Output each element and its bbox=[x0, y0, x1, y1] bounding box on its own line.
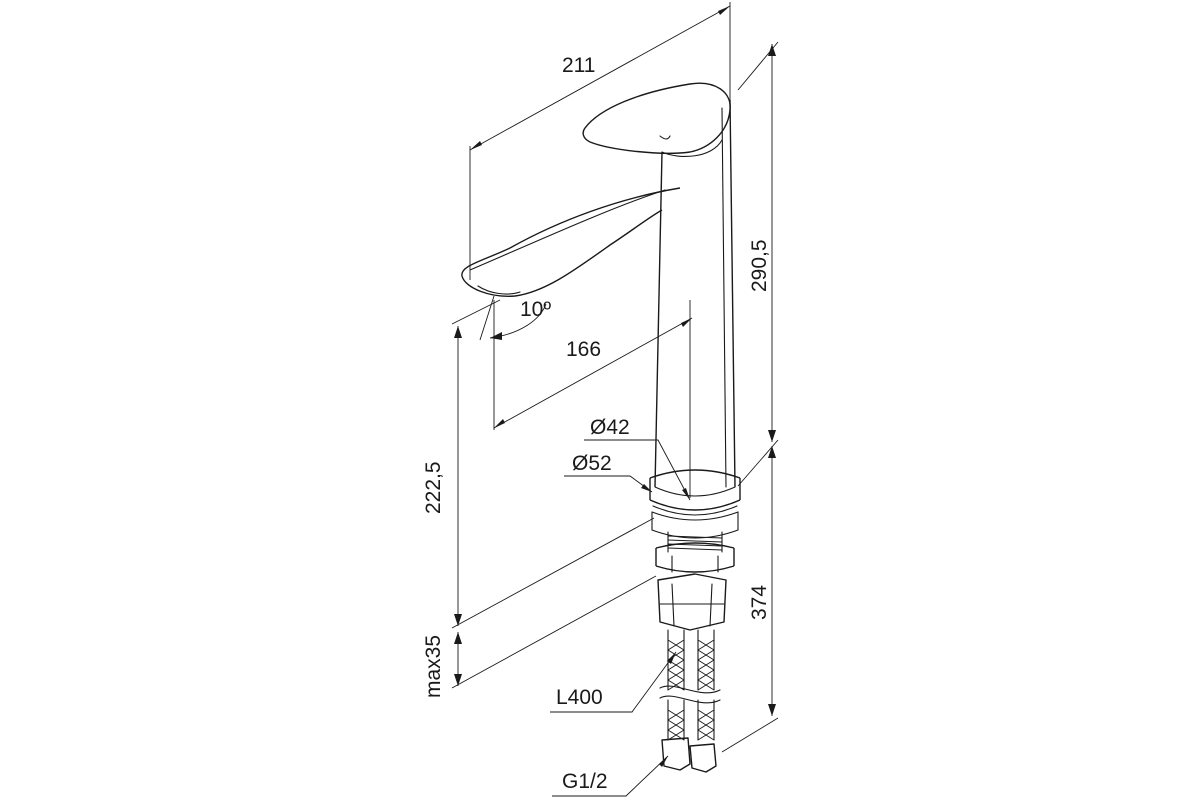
dim-label-211: 211 bbox=[562, 54, 595, 77]
dim-label-290: 290,5 bbox=[748, 239, 771, 292]
dim-label-374: 374 bbox=[748, 585, 771, 620]
dim-label-166: 166 bbox=[566, 338, 601, 361]
faucet-outline bbox=[461, 82, 736, 497]
dim-label-base-diameter: Ø52 bbox=[572, 452, 612, 475]
dim-label-angle: 10º bbox=[520, 298, 551, 321]
dimension-lines bbox=[451, 2, 779, 797]
dim-label-hose-length: L400 bbox=[556, 686, 603, 709]
dim-label-body-diameter: Ø42 bbox=[590, 416, 630, 439]
mounting-assembly bbox=[649, 469, 741, 773]
dim-label-thread: G1/2 bbox=[562, 770, 608, 793]
dim-label-max35: max35 bbox=[422, 635, 445, 698]
dim-label-222: 222,5 bbox=[422, 461, 445, 514]
